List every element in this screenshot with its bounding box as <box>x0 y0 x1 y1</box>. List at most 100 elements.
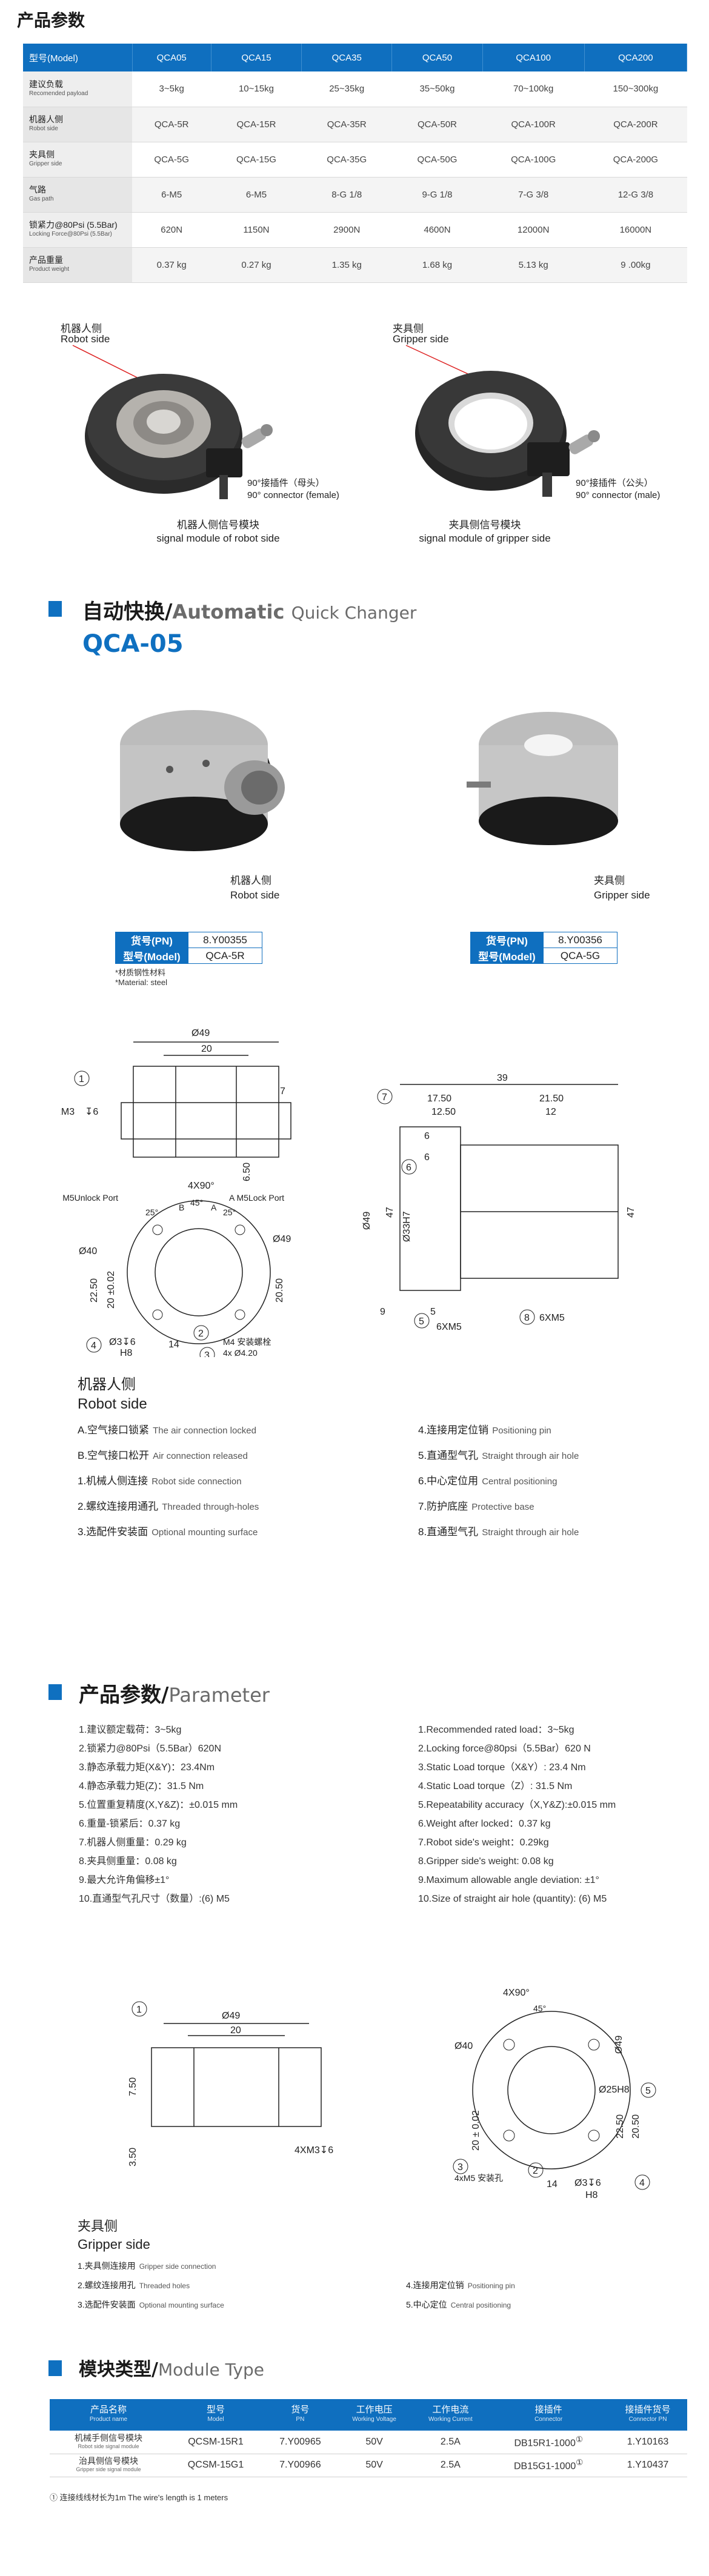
dim-14: 14 <box>168 1339 179 1350</box>
dim-6a: 6 <box>424 1131 430 1141</box>
pin2-label: Ø3↧6 <box>574 2178 601 2188</box>
model-label: 型号(Model) <box>115 948 188 964</box>
angle2-45: 45° <box>533 2003 546 2013</box>
dim-20: 20 <box>201 1044 212 1054</box>
spec-cell: 8-G 1/8 <box>301 177 392 213</box>
param-list-en: 1.Recommended rated load：3~5kg 2.Locking… <box>418 1725 616 1904</box>
spec-cell: 1150N <box>211 212 302 248</box>
module-model: QCSM-15G1 <box>167 2454 265 2477</box>
callout-2: 2 <box>198 1329 204 1339</box>
tag-b: B <box>179 1203 184 1212</box>
dim-5: 5 <box>430 1307 436 1317</box>
angle-90: 4X90° <box>188 1181 215 1191</box>
callout2-4: 4 <box>639 2178 645 2188</box>
callout-1: 1 <box>79 1074 84 1084</box>
tag-a: A <box>211 1203 217 1212</box>
spec-cell: 3~5kg <box>132 71 211 107</box>
changer-title: 自动快换/Automatic Quick Changer <box>82 600 417 624</box>
spec-cell: 7-G 3/8 <box>482 177 585 213</box>
thread-label: 4xM3 <box>61 1107 75 1117</box>
robot-pn-table: 货号(PN)8.Y00355 型号(Model)QCA-5R <box>115 932 262 964</box>
bore-label: Ø33H7 <box>402 1211 412 1242</box>
changer-model: QCA-05 <box>82 630 184 658</box>
unlock-port-label: B M5Unlock Port <box>61 1193 118 1203</box>
spec-cell: 0.37 kg <box>132 247 211 283</box>
lock-port-label: A M5Lock Port <box>229 1193 284 1203</box>
thread2-label: 4XM3↧6 <box>295 2145 333 2156</box>
module-connector-pn: 1.Y10437 <box>608 2454 687 2477</box>
spec-cell: QCA-50G <box>391 142 483 178</box>
photo-robot-label-cn: 机器人侧 <box>61 323 102 334</box>
spec-cell: 620N <box>132 212 211 248</box>
dim2-350: 3.50 <box>128 2148 138 2166</box>
spec-cell: 0.27 kg <box>211 247 302 283</box>
spec-cell: 150~300kg <box>584 71 687 107</box>
hole-note: 4x Ø4.20 <box>223 1348 258 1357</box>
gripper-side-drawing: Ø49 20 7.50 3.50 4XM3↧6 1 4X90° 45° Ø40 … <box>128 1988 656 2200</box>
module-connector: DB15G1-1000① <box>488 2454 609 2477</box>
module-footnote: ① 连接线线材长为1m The wire's length is 1 meter… <box>50 2493 228 2502</box>
pn-label: 货号(PN) <box>115 932 188 948</box>
robot-pn-value: 8.Y00355 <box>188 932 262 948</box>
dim-20tol: 20 ±0.02 <box>106 1271 116 1309</box>
dim2-dia49: Ø49 <box>222 2011 240 2021</box>
spec-header: QCA50 <box>391 44 483 71</box>
spec-row: 锁紧力@80Psi (5.5Bar)Locking Force@80Psi (5… <box>23 212 687 248</box>
hole2-note: 4xM5 安装孔 <box>454 2173 503 2183</box>
spec-cell: 1.68 kg <box>391 247 483 283</box>
param-title-bar <box>48 1684 62 1700</box>
callout2-5: 5 <box>645 2086 651 2096</box>
gripper-side-photo <box>405 345 570 497</box>
dim-47b: 47 <box>626 1207 636 1218</box>
module-connector-pn: 1.Y10163 <box>608 2431 687 2454</box>
gripper-connector-caption: 90°接插件（公头） 90° connector (male) <box>576 478 661 500</box>
module-model: QCSM-15R1 <box>167 2431 265 2454</box>
thread-depth: ↧6 <box>85 1107 98 1117</box>
robot-signal-caption: 机器人侧信号模块 signal module of robot side <box>156 519 280 544</box>
spec-cell: QCA-15R <box>211 107 302 142</box>
callout2-3: 3 <box>458 2162 463 2173</box>
m4-note: M4 安装螺栓 <box>223 1337 271 1347</box>
gripper-pn-table: 货号(PN)8.Y00356 型号(Model)QCA-5G <box>470 932 617 964</box>
spec-cell: 5.13 kg <box>482 247 585 283</box>
spec-cell: 10~15kg <box>211 71 302 107</box>
dim2-14: 14 <box>547 2179 558 2189</box>
spec-cell: 70~100kg <box>482 71 585 107</box>
spec-cell: QCA-35R <box>301 107 392 142</box>
dim2-20: 20 <box>230 2025 241 2036</box>
dim-dia49-top: Ø49 <box>273 1234 291 1244</box>
param-list-cn: 1.建议额定载荷：3~5kg 2.锁紧力@80Psi（5.5Bar）620N 3… <box>79 1725 238 1904</box>
gripper-pn-value: 8.Y00356 <box>543 932 617 948</box>
robot-side-photo <box>72 345 242 499</box>
spec-cell: 1.35 kg <box>301 247 392 283</box>
dim-650: 6.50 <box>242 1163 252 1181</box>
photo-gripper-label-cn: 夹具侧 <box>393 323 424 334</box>
callout2-1: 1 <box>136 2005 142 2015</box>
photo-robot-label-en: Robot side <box>61 333 110 345</box>
dim-7: 7 <box>280 1086 285 1097</box>
robot-feat-heading: 机器人侧 Robot side <box>78 1376 147 1412</box>
spec-header: QCA15 <box>211 44 302 71</box>
dim-dia49: Ø49 <box>191 1028 210 1038</box>
spec-cell: 16000N <box>584 212 687 248</box>
